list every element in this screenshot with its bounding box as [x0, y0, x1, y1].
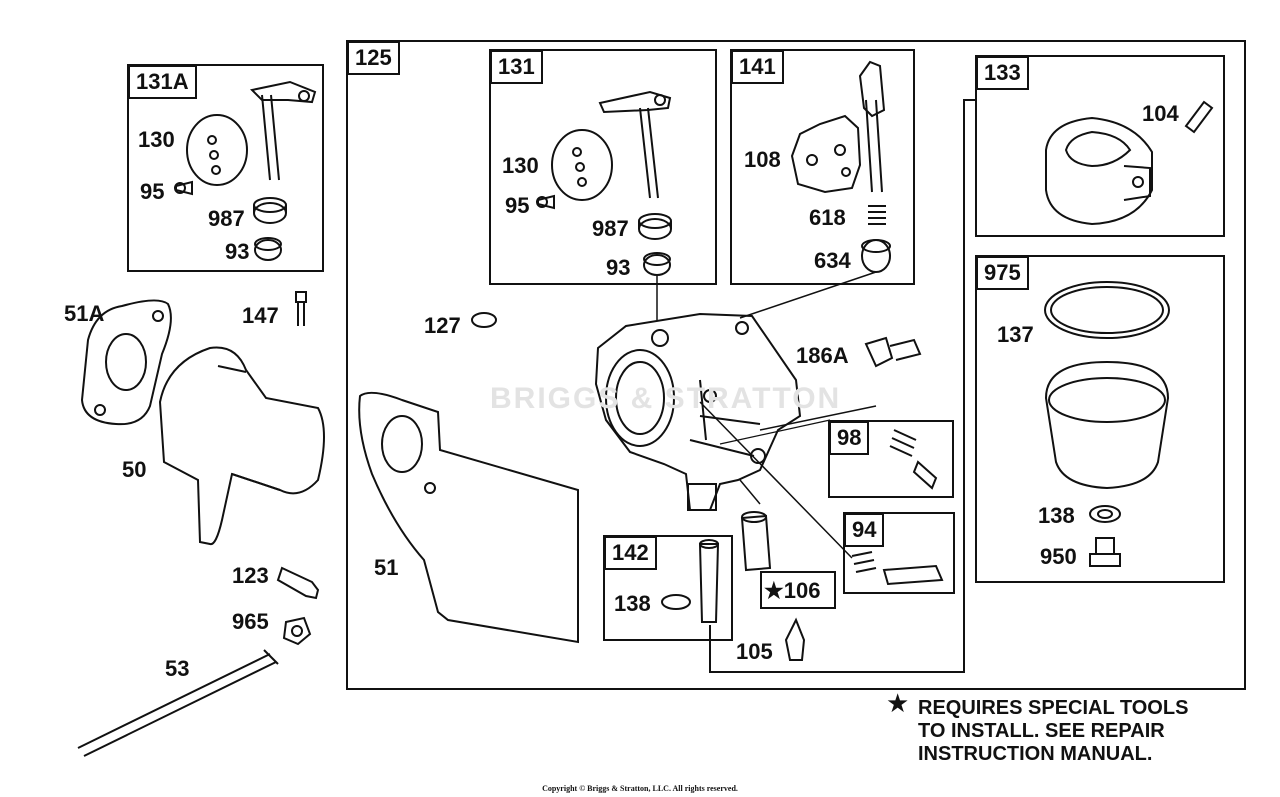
frame-142: [603, 535, 733, 641]
part-label-138: 138: [614, 591, 651, 616]
stud-53: [77, 649, 279, 757]
part-label-186A: 186A: [796, 343, 849, 368]
special-tools-note: REQUIRES SPECIAL TOOLS TO INSTALL. SEE R…: [918, 697, 1188, 766]
part-label-105: 105: [736, 639, 773, 664]
part-label-987: 987: [592, 216, 629, 241]
choke-shaft-141: [865, 99, 883, 193]
plate-51: [358, 391, 579, 644]
needle-105: [784, 617, 806, 661]
emulsion-tube-142: [698, 543, 720, 623]
brand-watermark: BRIGGS & STRATTON: [490, 382, 842, 415]
gasket-137: [1044, 281, 1170, 339]
throttle-plate-130a: [186, 114, 248, 186]
part-label-53: 53: [165, 656, 190, 681]
pin-104: [1184, 100, 1214, 134]
box-label-142: 142: [604, 536, 657, 570]
shaft-131a: [261, 94, 280, 181]
gasket-51A: [80, 299, 172, 426]
jet-106: [740, 514, 772, 572]
box-label-98: 98: [829, 421, 870, 455]
frame-133: [975, 55, 1225, 237]
float-bowl-975: [1044, 360, 1170, 490]
box-label-106: ★106: [764, 578, 821, 603]
box-label-133: 133: [976, 56, 1029, 90]
spring-98: [889, 429, 917, 457]
box-label-94: 94: [844, 513, 885, 547]
box-label-125: 125: [347, 41, 400, 75]
screw-123: [276, 566, 320, 600]
box-label-975: 975: [976, 256, 1029, 290]
part-label-108: 108: [744, 147, 781, 172]
part-label-147: 147: [242, 303, 279, 328]
part-label-95: 95: [505, 193, 530, 218]
part-label-123: 123: [232, 563, 269, 588]
part-label-130: 130: [502, 153, 539, 178]
part-label-137: 137: [997, 322, 1034, 347]
frame-131: [489, 49, 717, 285]
bowl-nut-950: [1089, 537, 1121, 567]
washer-138-left: [661, 594, 691, 610]
seal-93a: [254, 239, 282, 261]
spring-94: [851, 551, 877, 573]
frame-125: [346, 40, 1246, 690]
box-label-131A: 131A: [128, 65, 197, 99]
note-line: TO INSTALL. SEE REPAIR: [918, 720, 1165, 742]
note-line: REQUIRES SPECIAL TOOLS: [918, 697, 1189, 719]
part-label-127: 127: [424, 313, 461, 338]
part-label-138: 138: [1038, 503, 1075, 528]
part-label-987: 987: [208, 206, 245, 231]
screw-147: [295, 291, 307, 326]
star-icon: ★: [886, 688, 910, 718]
part-label-95: 95: [140, 179, 165, 204]
part-label-950: 950: [1040, 544, 1077, 569]
part-label-618: 618: [809, 205, 846, 230]
frame-106: [760, 571, 836, 609]
frame-94: [843, 512, 955, 594]
throttle-plate-130b: [551, 129, 613, 201]
part-label-51: 51: [374, 555, 399, 580]
seal-634: [861, 239, 891, 273]
part-label-50: 50: [122, 457, 147, 482]
intake-elbow-50: [158, 346, 325, 546]
part-label-634: 634: [814, 248, 851, 273]
washer-138-right: [1089, 505, 1121, 523]
part-label-51A: 51A: [64, 301, 105, 326]
plug-127: [471, 312, 497, 328]
part-label-93: 93: [225, 239, 250, 264]
nut-965: [282, 616, 312, 646]
frame-98: [828, 420, 954, 498]
copyright-text: Copyright © Briggs & Stratton, LLC. All …: [542, 784, 738, 793]
frame-141: [730, 49, 915, 285]
box-label-131: 131: [490, 50, 543, 84]
frame-131A: [127, 64, 324, 272]
note-line: INSTRUCTION MANUAL.: [918, 743, 1153, 765]
float-133: [1045, 116, 1153, 226]
spring-618: [868, 205, 886, 225]
part-label-93: 93: [606, 255, 631, 280]
bracket-line: [709, 99, 976, 673]
fitting-186A: [864, 336, 922, 368]
shaft-131: [639, 107, 659, 199]
part-label-965: 965: [232, 609, 269, 634]
part-label-130: 130: [138, 127, 175, 152]
box-label-141: 141: [731, 50, 784, 84]
choke-plate-108: [790, 114, 862, 194]
frame-975: [975, 255, 1225, 583]
carburetor-body-125: [594, 312, 802, 511]
seal-93b: [643, 254, 671, 276]
part-label-104: 104: [1142, 101, 1179, 126]
